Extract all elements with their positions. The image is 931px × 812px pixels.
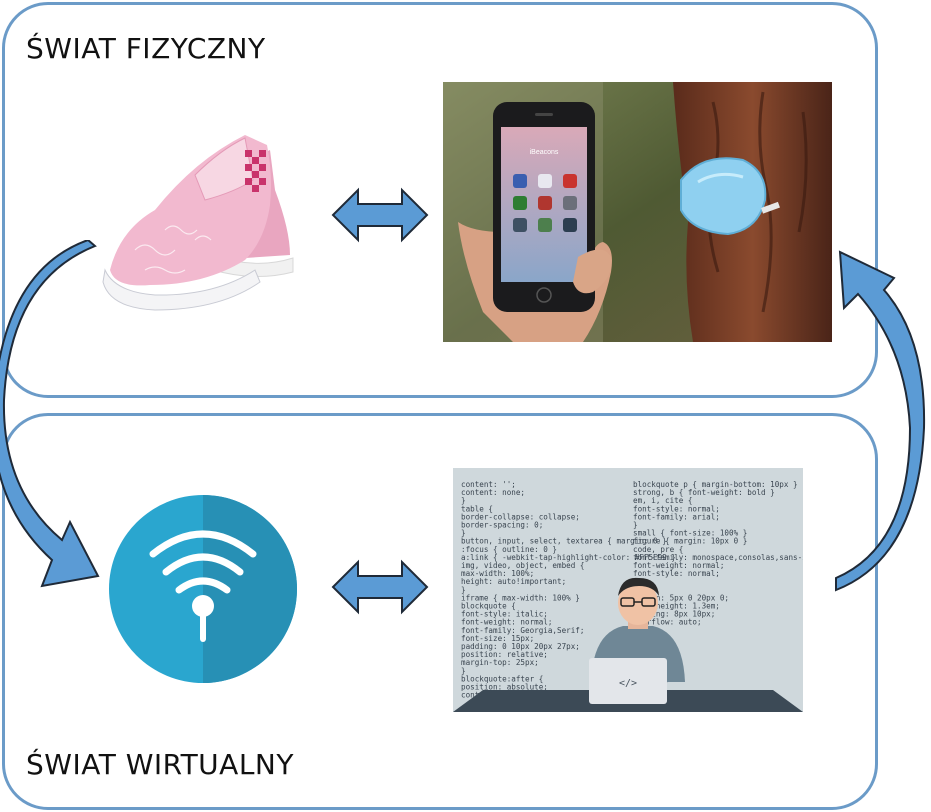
bidirectional-arrow-top xyxy=(331,187,429,243)
code-line: } xyxy=(461,496,466,505)
code-line: a:link { -webkit-tap-highlight-color: #F… xyxy=(461,553,676,562)
virtual-world-title: ŚWIAT WIRTUALNY xyxy=(26,748,294,781)
code-line: } xyxy=(633,521,638,530)
code-line: border-spacing: 0; xyxy=(461,521,543,530)
code-line: max-width: 100%; xyxy=(461,569,534,578)
code-line: padding: 8px 10px; xyxy=(633,610,715,619)
phone-screen-label: iBeacons xyxy=(530,149,559,156)
code-line: margin: 5px 0 20px 0; xyxy=(633,593,729,602)
code-line: img, video, object, embed { xyxy=(461,561,584,570)
code-line: iframe { max-width: 100% } xyxy=(461,593,580,602)
wifi-signal-icon xyxy=(109,495,297,683)
code-line: font-style: italic; xyxy=(461,610,548,619)
developer-code-image: content: ''; content: none;}table { bord… xyxy=(453,468,803,712)
phone-beacon-photo: iBeacons xyxy=(443,82,832,342)
code-line: font-style: normal; xyxy=(633,569,720,578)
code-line: figure { margin: 10px 0 } xyxy=(633,537,747,546)
code-line: font-family: arial; xyxy=(633,512,720,521)
code-line: } xyxy=(461,666,466,675)
bidirectional-arrow-bottom xyxy=(331,559,429,615)
code-line: } xyxy=(461,529,466,538)
code-line: :focus { outline: 0 } xyxy=(461,545,557,554)
code-line: font-size: 15px; xyxy=(461,634,534,643)
code-line: font-family: Georgia,Serif; xyxy=(461,626,584,635)
code-line: position: absolute; xyxy=(461,683,548,692)
laptop xyxy=(589,658,667,704)
code-line: blockquote:after { xyxy=(461,674,543,683)
code-line: blockquote { xyxy=(461,602,516,611)
code-line: button, input, select, textarea { margin… xyxy=(461,537,667,546)
shoe-icon xyxy=(102,135,294,311)
code-line: font-weight: normal; xyxy=(633,561,724,570)
curved-arrow-right xyxy=(835,250,926,592)
code-line: position: relative; xyxy=(461,650,548,659)
curved-arrow-left xyxy=(0,240,100,588)
code-line: em, i, cite { xyxy=(633,496,692,505)
code-line: border-collapse: collapse; xyxy=(461,512,580,521)
code-line: overflow: auto; xyxy=(633,618,702,627)
physical-world-title: ŚWIAT FIZYCZNY xyxy=(26,32,266,65)
code-line: padding: 0 10px 20px 27px; xyxy=(461,642,580,651)
code-line: font-family: monospace,consolas,sans-ser… xyxy=(633,553,803,562)
code-line: blockquote p { margin-bottom: 10px } xyxy=(633,480,798,489)
code-line: code, pre { xyxy=(633,545,683,554)
code-line: } xyxy=(461,585,466,594)
code-line: font-style: normal; xyxy=(633,504,720,513)
laptop-code-symbol: </> xyxy=(619,678,637,689)
code-line: font-weight: normal; xyxy=(461,618,552,627)
code-line: content: none; xyxy=(461,488,525,497)
code-line: content: ''; xyxy=(461,480,516,489)
code-line: small { font-size: 100% } xyxy=(633,529,747,538)
code-line: line-height: 1.3em; xyxy=(633,602,720,611)
code-line: table { xyxy=(461,504,493,513)
code-line: height: auto!important; xyxy=(461,577,566,586)
code-line: strong, b { font-weight: bold } xyxy=(633,488,775,497)
code-line: margin-top: 25px; xyxy=(461,658,539,667)
